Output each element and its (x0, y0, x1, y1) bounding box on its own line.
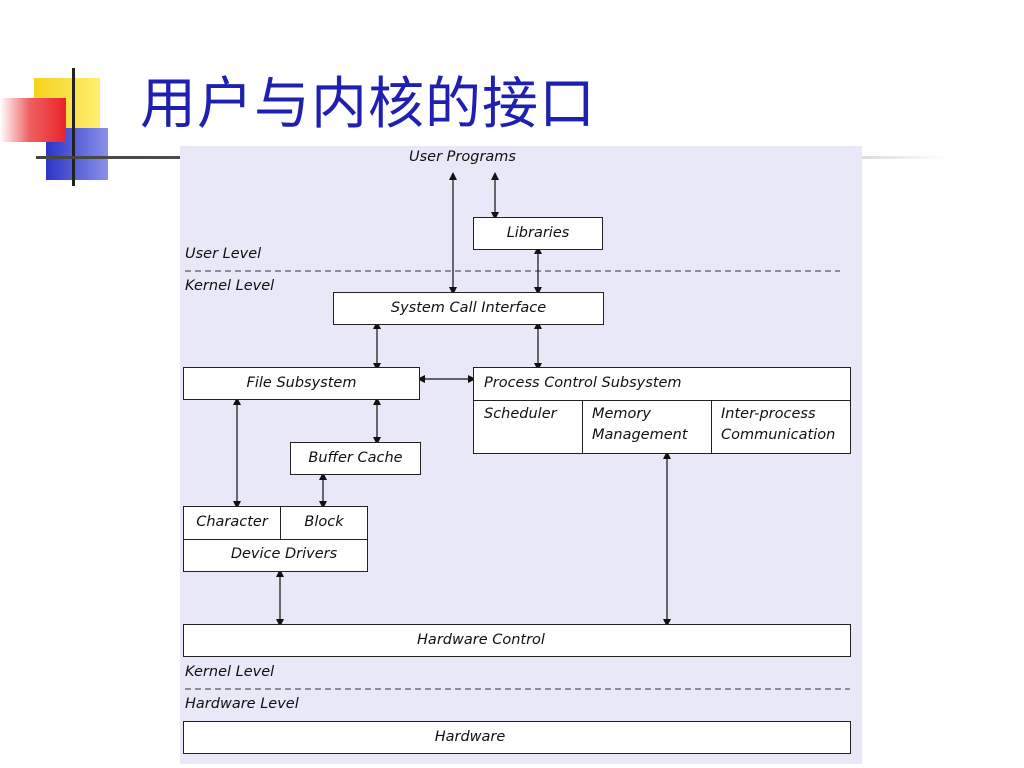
hardware-control-box: Hardware Control (183, 624, 851, 657)
memory-ipc-divider (711, 400, 712, 454)
device-drivers-divider (184, 539, 367, 540)
kernel-level-bottom-label: Kernel Level (185, 664, 275, 680)
process-control-subsystem-label: Process Control Subsystem (484, 375, 682, 391)
ipc-label-line2: Communication (721, 427, 836, 443)
memory-management-label-line2: Management (592, 427, 688, 443)
slide-title: 用户与内核的接口 (140, 72, 596, 137)
buffer-cache-box: Buffer Cache (290, 442, 421, 475)
user-programs-label: User Programs (409, 149, 516, 165)
hardware-box: Hardware (183, 721, 851, 754)
device-drivers-box: Character Block Device Drivers (183, 506, 368, 572)
block-label: Block (304, 514, 344, 530)
character-label: Character (196, 514, 268, 530)
ipc-label-line1: Inter-process (721, 406, 816, 422)
hardware-label: Hardware (434, 729, 506, 745)
file-subsystem-box: File Subsystem (183, 367, 420, 400)
slide-logo (0, 68, 140, 198)
kernel-interface-diagram: User Programs User Level Kernel Level Ke… (180, 146, 862, 764)
memory-management-label-line1: Memory (592, 406, 651, 422)
process-control-divider (474, 400, 850, 401)
scheduler-memory-divider (582, 400, 583, 454)
hardware-level-label: Hardware Level (185, 696, 299, 712)
character-block-divider (280, 507, 281, 539)
file-subsystem-label: File Subsystem (246, 375, 357, 391)
system-call-interface-box: System Call Interface (333, 292, 604, 325)
diagram-connectors (185, 172, 850, 690)
hardware-control-label: Hardware Control (417, 632, 545, 648)
libraries-box: Libraries (473, 217, 603, 250)
libraries-label: Libraries (506, 225, 570, 241)
buffer-cache-label: Buffer Cache (308, 450, 403, 466)
kernel-level-top-label: Kernel Level (185, 278, 275, 294)
system-call-interface-label: System Call Interface (390, 300, 547, 316)
device-drivers-label: Device Drivers (230, 546, 338, 562)
scheduler-label: Scheduler (484, 406, 557, 422)
user-level-label: User Level (185, 246, 262, 262)
process-control-subsystem-box: Process Control Subsystem Scheduler Memo… (473, 367, 851, 454)
